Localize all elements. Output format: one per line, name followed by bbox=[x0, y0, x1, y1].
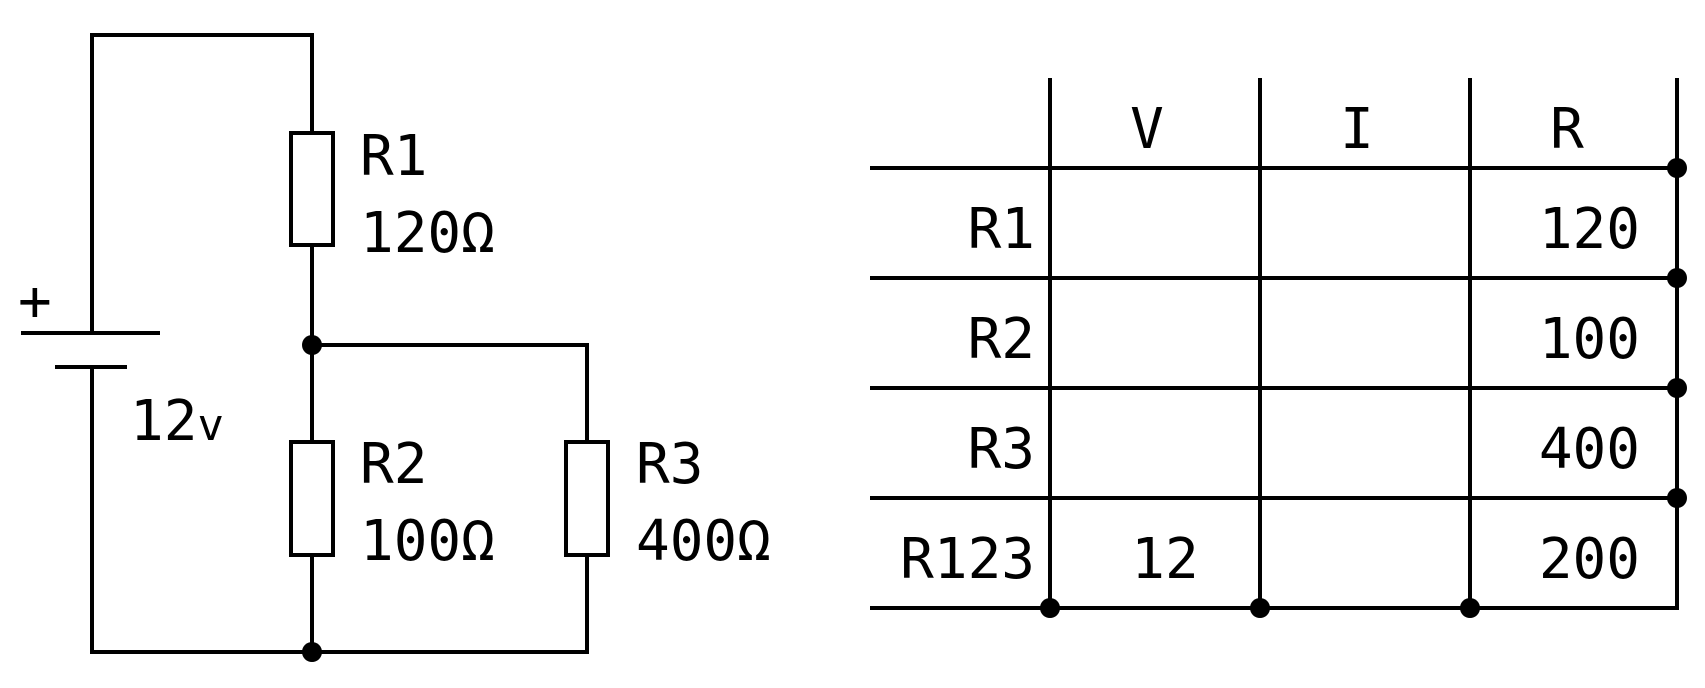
table-cell-v: 12 bbox=[1131, 527, 1198, 592]
resistor-r2-body bbox=[289, 440, 335, 557]
table-cell-r: 120 bbox=[1539, 197, 1640, 262]
table-cell-r: 200 bbox=[1539, 527, 1640, 592]
wire-top-loop bbox=[90, 33, 314, 335]
table-row-label: R123 bbox=[900, 527, 1035, 592]
resistor-r3-value: 400Ω bbox=[636, 509, 771, 574]
table-node bbox=[1040, 598, 1060, 618]
table-row: R123 12 200 bbox=[900, 527, 1640, 592]
resistor-r3: R3 400Ω bbox=[564, 432, 771, 574]
table-vertical-lines bbox=[1048, 78, 1679, 610]
wire-bottom-loop bbox=[90, 365, 314, 654]
wire-r3-bottom bbox=[310, 553, 589, 654]
table-header-i: I bbox=[1340, 97, 1374, 162]
table-node bbox=[1667, 268, 1687, 288]
table-row-label: R3 bbox=[968, 417, 1035, 482]
table-node bbox=[1250, 598, 1270, 618]
table-row: R3 400 bbox=[968, 417, 1640, 482]
resistor-r1-body bbox=[289, 131, 335, 247]
table-node bbox=[1460, 598, 1480, 618]
circuit-schematic: + 12v R1 120Ω R2 100Ω R3 400Ω bbox=[18, 33, 771, 662]
resistor-r2-value: 100Ω bbox=[360, 509, 495, 574]
table-node bbox=[1667, 378, 1687, 398]
vir-table: V I R R1 120 R2 100 R3 400 R123 12 bbox=[870, 78, 1687, 618]
table-nodes bbox=[1040, 158, 1687, 618]
battery-voltage-value: 12 bbox=[130, 389, 197, 454]
table-header-row: V I R bbox=[1130, 97, 1584, 162]
resistor-r2: R2 100Ω bbox=[289, 432, 495, 574]
wire-junction-r3 bbox=[310, 343, 589, 444]
battery-voltage-label: 12v bbox=[130, 389, 224, 454]
table-header-r: R bbox=[1550, 97, 1584, 162]
table-node bbox=[1667, 488, 1687, 508]
resistor-r3-body bbox=[564, 440, 610, 557]
table-row: R2 100 bbox=[968, 307, 1640, 372]
battery-voltage-unit: v bbox=[197, 400, 224, 451]
resistor-r1-name: R1 bbox=[360, 124, 427, 189]
junction-node-top bbox=[302, 335, 322, 355]
table-row-label: R1 bbox=[968, 197, 1035, 262]
resistor-r1-value: 120Ω bbox=[360, 201, 495, 266]
battery-polarity-label: + bbox=[18, 269, 52, 334]
battery: + 12v bbox=[18, 269, 224, 454]
table-cell-r: 400 bbox=[1539, 417, 1640, 482]
circuit-wires bbox=[90, 33, 589, 654]
resistor-r2-name: R2 bbox=[360, 432, 427, 497]
table-row: R1 120 bbox=[968, 197, 1640, 262]
table-cell-r: 100 bbox=[1539, 307, 1640, 372]
resistor-r1: R1 120Ω bbox=[289, 124, 495, 266]
table-header-v: V bbox=[1130, 97, 1164, 162]
table-row-label: R2 bbox=[968, 307, 1035, 372]
table-node bbox=[1667, 158, 1687, 178]
junction-node-bottom bbox=[302, 642, 322, 662]
resistor-r3-name: R3 bbox=[636, 432, 703, 497]
table-horizontal-lines bbox=[870, 166, 1679, 610]
